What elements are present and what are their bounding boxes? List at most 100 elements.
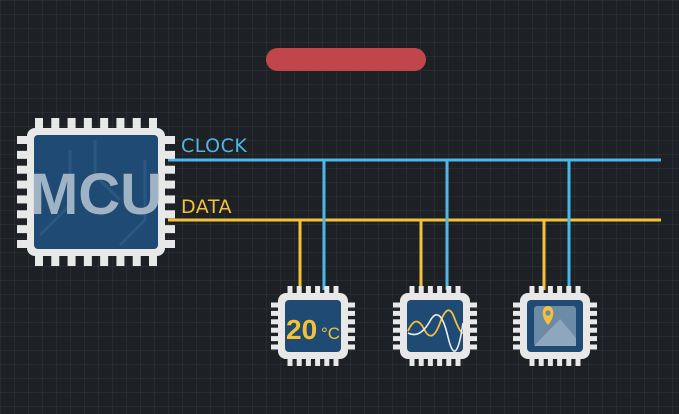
- chip-pin: [296, 357, 302, 366]
- chip-pin: [271, 310, 280, 316]
- chip-pin: [271, 327, 280, 333]
- chip-pin: [538, 357, 544, 366]
- chip-pin: [324, 357, 330, 366]
- chip-pin: [346, 327, 355, 333]
- chip-pin: [566, 357, 572, 366]
- temperature-value: 20: [286, 314, 317, 345]
- chip-pin: [547, 357, 553, 366]
- chip-pin: [163, 240, 175, 248]
- chip-pin: [346, 310, 355, 316]
- mcu-chip: MCU: [17, 118, 175, 266]
- chip-pin: [393, 336, 402, 342]
- chip-pin: [588, 336, 597, 342]
- chip-pin: [296, 286, 302, 295]
- chip-pin: [17, 240, 29, 248]
- chip-pin: [163, 136, 175, 144]
- chip-pin: [149, 118, 157, 130]
- chip-pin: [446, 286, 452, 295]
- chip-pin: [51, 254, 60, 266]
- chip-pin: [468, 319, 477, 325]
- chip-pin: [116, 118, 125, 130]
- map-icon: [534, 319, 576, 346]
- mcu-label: MCU: [30, 162, 162, 227]
- chip-pin: [468, 344, 477, 350]
- chip-pin: [468, 327, 477, 333]
- chip-pin: [557, 286, 563, 295]
- chip-pin: [393, 302, 402, 308]
- chip-pin: [393, 310, 402, 316]
- chip-pin: [163, 195, 175, 204]
- chip-pin: [132, 254, 141, 266]
- chip-pin: [566, 286, 572, 295]
- chip-pin: [468, 310, 477, 316]
- chip-pin: [271, 302, 280, 308]
- chip-pin: [315, 286, 321, 295]
- mcu-package: MCU: [17, 118, 175, 266]
- waveform-sensor: [393, 286, 477, 366]
- chip-pin: [513, 319, 522, 325]
- chip-pin: [538, 286, 544, 295]
- chip-pin: [513, 327, 522, 333]
- chip-pin: [67, 118, 76, 130]
- chip-pin: [455, 286, 461, 295]
- chip-pin: [287, 357, 293, 366]
- chip-pin: [287, 286, 293, 295]
- temperature-unit: °C: [321, 324, 340, 343]
- circuit-traces: [38, 140, 147, 247]
- chip-pin: [163, 150, 175, 159]
- chip-pin: [437, 357, 443, 366]
- map-pin-dot: [545, 310, 551, 316]
- chip-die: [407, 300, 463, 352]
- chip-pin: [346, 344, 355, 350]
- chip-pin: [271, 319, 280, 325]
- chip-pin: [455, 357, 461, 366]
- chip-pin: [575, 286, 581, 295]
- chip-pin: [409, 286, 415, 295]
- chip-pin: [17, 150, 29, 159]
- chip-pin: [588, 302, 597, 308]
- waveform-icon: [407, 309, 464, 337]
- chip-pin: [513, 344, 522, 350]
- chip-pin: [437, 286, 443, 295]
- waveform-icon: [407, 314, 464, 352]
- chip-pin: [163, 165, 175, 174]
- chip-pin: [513, 310, 522, 316]
- status-bar: [266, 48, 426, 71]
- temperature-sensor: 20°C: [271, 286, 355, 366]
- chip-die: [285, 300, 341, 352]
- chip-pin: [17, 210, 29, 219]
- chip-pin: [100, 254, 109, 266]
- chip-pin: [333, 357, 339, 366]
- chip-pin: [529, 357, 535, 366]
- chip-pin: [346, 302, 355, 308]
- chip-pin: [17, 195, 29, 204]
- chip-pin: [547, 286, 553, 295]
- chip-pin: [409, 357, 415, 366]
- chip-pin: [149, 254, 157, 266]
- chip-pin: [575, 357, 581, 366]
- chip-pin: [163, 210, 175, 219]
- chip-pin: [305, 357, 311, 366]
- chip-pin: [67, 254, 76, 266]
- chip-pin: [588, 327, 597, 333]
- sensor-chips: 20°C: [271, 286, 597, 366]
- chip-pin: [35, 118, 43, 130]
- chip-pin: [305, 286, 311, 295]
- chip-pin: [17, 180, 29, 189]
- chip-pin: [393, 327, 402, 333]
- chip-pin: [17, 165, 29, 174]
- chip-pin: [163, 180, 175, 189]
- chip-pin: [17, 136, 29, 144]
- chip-pin: [418, 357, 424, 366]
- chip-pin: [393, 319, 402, 325]
- chip-pin: [588, 310, 597, 316]
- chip-pin: [324, 286, 330, 295]
- data-label: DATA: [181, 196, 232, 218]
- chip-pin: [132, 118, 141, 130]
- chip-pin: [346, 336, 355, 342]
- chip-pin: [83, 254, 92, 266]
- chip-pin: [427, 286, 433, 295]
- chip-pin: [163, 225, 175, 234]
- chip-pin: [315, 357, 321, 366]
